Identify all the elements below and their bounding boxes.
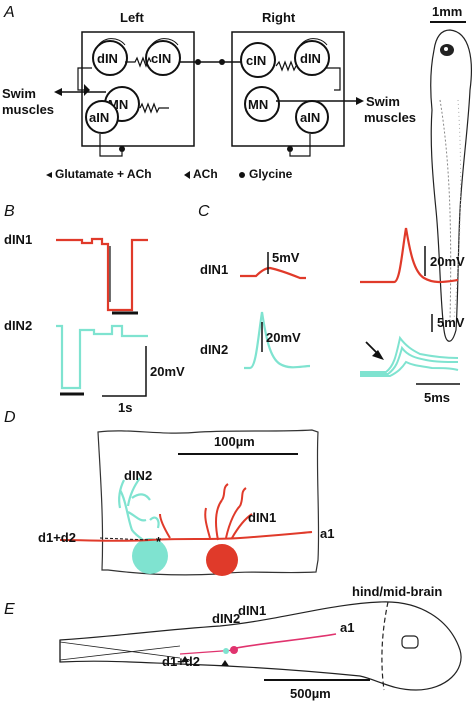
e-cord-lines	[59, 641, 181, 661]
d-din1-soma	[206, 544, 238, 576]
MN-label: MN	[248, 97, 268, 112]
e-din2-label: dIN2	[212, 611, 240, 626]
left-coupling-zigzag	[125, 56, 152, 68]
c-din2-epsp-trace-2	[360, 345, 459, 375]
c-din2-label: dIN2	[200, 342, 228, 357]
b-scale-bar	[102, 346, 147, 397]
d-din1-label: dIN1	[248, 510, 276, 525]
synapse-dot-icon	[287, 146, 293, 152]
panel-d-label: D	[4, 409, 16, 426]
d-a1-label: a1	[320, 526, 334, 541]
e-hind-label: hind/mid-brain	[352, 584, 442, 599]
b-din2-trace	[56, 324, 148, 390]
c-din1-spike-trace	[360, 227, 459, 284]
aIN-label: aIN	[300, 110, 320, 125]
e-scale-label: 500µm	[290, 686, 331, 701]
tadpole-icon	[430, 29, 472, 342]
e-din1-label: dIN1	[238, 603, 266, 618]
cIN-label: cIN	[151, 51, 171, 66]
panel-b-label: B	[4, 203, 15, 220]
b-tscale-label: 1s	[118, 400, 132, 415]
d-din1-neuron	[59, 483, 313, 542]
d-din2-soma	[132, 538, 168, 574]
synapse-dot-icon	[195, 59, 201, 65]
b-din2-label: dIN2	[4, 318, 32, 333]
right-cIN-cell: cIN	[240, 42, 276, 78]
e-a1-label: a1	[340, 620, 354, 635]
right-inhibitory-loop	[289, 134, 311, 157]
swim-right-label: Swim	[366, 94, 400, 109]
c-5mv-label: 5mV	[272, 250, 300, 265]
left-circuit-box	[81, 31, 195, 147]
glutamate-synapse-icon	[46, 172, 52, 178]
left-feedback-line	[77, 67, 92, 91]
right-dIN-cell: dIN	[294, 38, 330, 76]
e-hind-mid-boundary	[381, 601, 389, 691]
d-d1d2-label: d1+d2	[38, 530, 76, 545]
c-din2-spike-trace	[244, 311, 311, 370]
panel-e-label: E	[4, 601, 15, 618]
c-din1-label: dIN1	[200, 262, 228, 277]
left-cIN-cell: cIN	[145, 38, 181, 76]
d-scale-label: 100µm	[214, 434, 255, 449]
swim-left-label: Swim	[2, 86, 36, 101]
muscles-left-label: muscles	[2, 102, 54, 117]
panel-c-label: C	[198, 203, 210, 220]
b-din1-trace	[56, 237, 148, 312]
b-vscale-label: 20mV	[150, 364, 185, 379]
d-dashed-axon	[99, 537, 151, 541]
muscles-right-label: muscles	[364, 110, 416, 125]
synapse-dot-icon	[219, 59, 225, 65]
c-20mv-label-2: 20mV	[266, 330, 301, 345]
d-din2-label: dIN2	[124, 468, 152, 483]
synapse-triangle-icon	[84, 84, 90, 96]
c-din2-epsp-trace-1	[360, 335, 459, 373]
e-din2-soma	[223, 648, 229, 654]
right-coupling-zigzag	[275, 60, 297, 72]
right-MN-cell: MN	[244, 86, 280, 122]
arrowhead-icon	[356, 97, 364, 105]
e-din1-soma	[230, 646, 238, 654]
right-feedback-line	[326, 67, 341, 91]
left-aIN-cell: aIN	[85, 100, 119, 134]
glycine-synapse-icon	[239, 172, 245, 178]
e-cns-outline	[59, 601, 462, 691]
d-asterisk: *	[156, 534, 162, 549]
arrowhead-icon	[54, 88, 62, 96]
e-d1-marker-icon	[181, 656, 189, 662]
left-inhibitory-loop	[99, 134, 123, 157]
e-d1d2-label: d1+d2	[162, 654, 200, 669]
e-a1-axon	[235, 633, 337, 649]
right-aIN-cell: aIN	[295, 100, 329, 134]
c-20mv-label: 20mV	[430, 254, 465, 269]
dIN-label: dIN	[97, 51, 118, 66]
synapse-dot-icon	[119, 146, 125, 152]
legend-ach: ACh	[193, 167, 218, 181]
dIN-label: dIN	[300, 51, 321, 66]
aIN-label: aIN	[89, 110, 109, 125]
e-eye-icon	[401, 635, 419, 649]
c-din2-epsp-trace-3	[360, 360, 459, 377]
e-d2-marker-icon	[221, 660, 229, 666]
cIN-label: cIN	[246, 53, 266, 68]
c-5mv-label-2: 5mV	[437, 315, 465, 330]
ach-synapse-icon	[184, 171, 190, 179]
b-din1-label: dIN1	[4, 232, 32, 247]
left-mn-zigzag	[139, 102, 169, 114]
legend-glycine: Glycine	[249, 167, 293, 181]
left-dIN-cell: dIN	[92, 38, 128, 76]
left-label: Left	[120, 10, 145, 25]
arrowhead-icon	[372, 350, 384, 360]
c-5ms-label: 5ms	[424, 390, 450, 405]
c-din1-epsp-trace	[240, 266, 306, 280]
panel-a-label: A	[3, 4, 15, 21]
legend-glutamate: Glutamate + ACh	[55, 167, 152, 181]
tadpole-scale-label: 1mm	[432, 4, 462, 19]
right-circuit-box	[231, 31, 345, 147]
right-label: Right	[262, 10, 296, 25]
